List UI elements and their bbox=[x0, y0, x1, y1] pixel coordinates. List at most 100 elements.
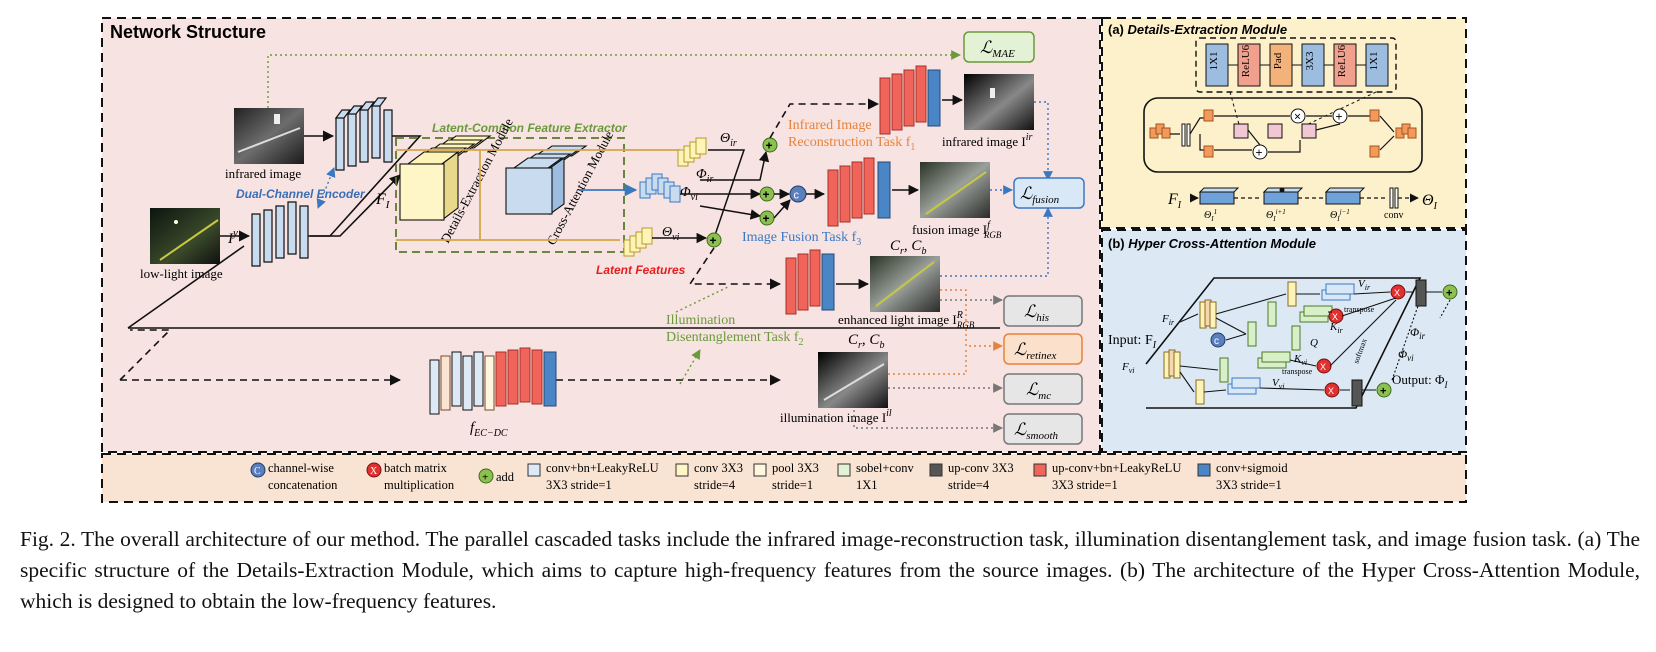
svg-text:ℒMAE: ℒMAE bbox=[980, 38, 1015, 60]
architecture-figure: Network Structure infrared image low-lig… bbox=[101, 17, 1467, 503]
legend-label-1: batch matrix bbox=[384, 461, 448, 475]
svg-text:ℒsmooth: ℒsmooth bbox=[1014, 420, 1059, 442]
iy-label: I bbox=[227, 231, 234, 247]
output-enhanced-image bbox=[870, 256, 940, 312]
lowlight-input-image bbox=[150, 208, 220, 264]
main-title: Network Structure bbox=[110, 22, 266, 42]
legend-sublabel-0: concatenation bbox=[268, 478, 338, 492]
hca-vvi: V bbox=[1272, 377, 1280, 389]
dem-conv-label: conv bbox=[1384, 210, 1403, 221]
panel-b bbox=[1101, 229, 1467, 453]
svg-text:×: × bbox=[1294, 110, 1301, 124]
extractor-label: Latent-Common Feature Extractor bbox=[432, 121, 628, 135]
svg-text:ΘI: ΘI bbox=[1422, 192, 1438, 212]
svg-text:C: C bbox=[254, 466, 261, 477]
svg-text:FI: FI bbox=[1167, 191, 1182, 211]
fecdc-label: f bbox=[470, 420, 476, 436]
task2-line1: Illumination bbox=[666, 313, 735, 328]
hca-phi-ir: Φ bbox=[1410, 325, 1419, 339]
svg-text:ℒhis: ℒhis bbox=[1024, 302, 1049, 324]
dem-block-label-3: 3X3 bbox=[1304, 51, 1316, 70]
task2-line2: Disentanglement Task f bbox=[666, 330, 799, 345]
dem-out-sub: I bbox=[1433, 201, 1438, 212]
out-illum-sup: il bbox=[886, 408, 892, 419]
svg-text:Vvi: Vvi bbox=[1272, 377, 1285, 391]
task1-sub: 1 bbox=[910, 142, 915, 153]
dem-block-label-5: 1X1 bbox=[1368, 52, 1380, 71]
out-ir-sup: ir bbox=[1026, 132, 1033, 143]
out-enh-label: enhanced light image I bbox=[838, 312, 957, 327]
dem-block-label-4: ReLU6 bbox=[1336, 44, 1348, 77]
crcb2-sub1: r bbox=[858, 340, 862, 351]
svg-text:Fir: Fir bbox=[1161, 313, 1175, 327]
loss-fusion: ℒfusion bbox=[1013, 177, 1085, 209]
latent-features-cubes bbox=[623, 137, 707, 257]
svg-text:Reconstruction Task f1: Reconstruction Task f1 bbox=[788, 135, 915, 153]
hca-kvi: K bbox=[1293, 353, 1302, 365]
svg-text:Disentanglement Task f2: Disentanglement Task f2 bbox=[666, 330, 804, 348]
panel-b-prefix: (b) bbox=[1108, 236, 1128, 251]
svg-text:Image Fusion Task f3: Image Fusion Task f3 bbox=[742, 230, 861, 248]
figure-caption: Fig. 2. The overall architecture of our … bbox=[20, 524, 1640, 617]
hca-kir: K bbox=[1329, 321, 1338, 333]
svg-text:Vir: Vir bbox=[1358, 278, 1371, 292]
add-circle-vi: + bbox=[706, 232, 722, 248]
ecdc-stack bbox=[429, 347, 557, 415]
out-fusion-label: fusion image I bbox=[912, 222, 987, 237]
svg-text:+: + bbox=[482, 472, 488, 484]
fusion-decoder-stack bbox=[827, 157, 891, 227]
theta-ir: Θ bbox=[720, 131, 730, 146]
cross-line-5 bbox=[699, 205, 762, 220]
hca-fvi: F bbox=[1121, 361, 1129, 373]
ir-task-route bbox=[769, 98, 880, 139]
panel-b-title: Hyper Cross-Attention Module bbox=[1128, 236, 1316, 251]
task2-sub: 2 bbox=[799, 337, 804, 348]
task3-sub: 3 bbox=[856, 237, 861, 248]
out-enh-sup: R bbox=[956, 310, 963, 321]
ir-encoder-stack bbox=[334, 97, 393, 171]
details-extraction-cubes bbox=[399, 135, 492, 222]
task3-label: Image Fusion Task f bbox=[742, 230, 857, 245]
svg-text:Kir: Kir bbox=[1329, 321, 1344, 335]
svg-text:ΘIj−1: ΘIj−1 bbox=[1330, 208, 1350, 223]
phi-vi-sub: vi bbox=[691, 192, 698, 203]
out-fusion-sup: f bbox=[987, 220, 991, 231]
encoder-to-extractor-arrow bbox=[308, 174, 401, 237]
legend-sublabel-5: stride=1 bbox=[772, 478, 813, 492]
dem-block-2: Pad bbox=[1269, 43, 1302, 87]
to-retinex-loss bbox=[940, 289, 1003, 351]
enh-to-fusion-loss bbox=[940, 207, 1053, 277]
dem-block-5: 1X1 bbox=[1365, 43, 1389, 87]
svg-text:Output: ΦI: Output: ΦI bbox=[1392, 372, 1448, 390]
latent-label: Latent Features bbox=[596, 263, 686, 277]
svg-text:+: + bbox=[763, 188, 770, 202]
svg-text:Input: FI: Input: FI bbox=[1108, 333, 1157, 351]
infrared-input-label: infrared image bbox=[225, 166, 301, 181]
svg-text:Φvi: Φvi bbox=[680, 185, 698, 203]
infrared-input-image bbox=[234, 108, 304, 164]
legend-sublabel-3: 3X3 stride=1 bbox=[546, 478, 612, 492]
dem-block-label-1: ReLU6 bbox=[1240, 44, 1252, 77]
loss-mc: ℒmc bbox=[1003, 373, 1083, 405]
svg-text:(b) Hyper Cross-Attention Modu: (b) Hyper Cross-Attention Module bbox=[1108, 236, 1316, 251]
svg-text:X: X bbox=[1394, 288, 1400, 298]
svg-text:X: X bbox=[370, 466, 378, 477]
illum-task-route bbox=[688, 247, 782, 290]
svg-text:ℒmc: ℒmc bbox=[1026, 380, 1051, 402]
dem-th1: Θ bbox=[1204, 210, 1211, 221]
fi-sub: I bbox=[385, 199, 391, 211]
out-fusion-sub: RGB bbox=[983, 230, 1002, 240]
svg-text:Cr, Cb: Cr, Cb bbox=[848, 332, 884, 351]
hca-input-sub: I bbox=[1152, 340, 1157, 351]
svg-text:infrared image Iir: infrared image Iir bbox=[942, 132, 1033, 149]
legend-label-3: conv+bn+LeakyReLU bbox=[546, 461, 659, 475]
ir-to-fusion-loss bbox=[1034, 101, 1053, 181]
hca-fir: F bbox=[1161, 313, 1169, 325]
